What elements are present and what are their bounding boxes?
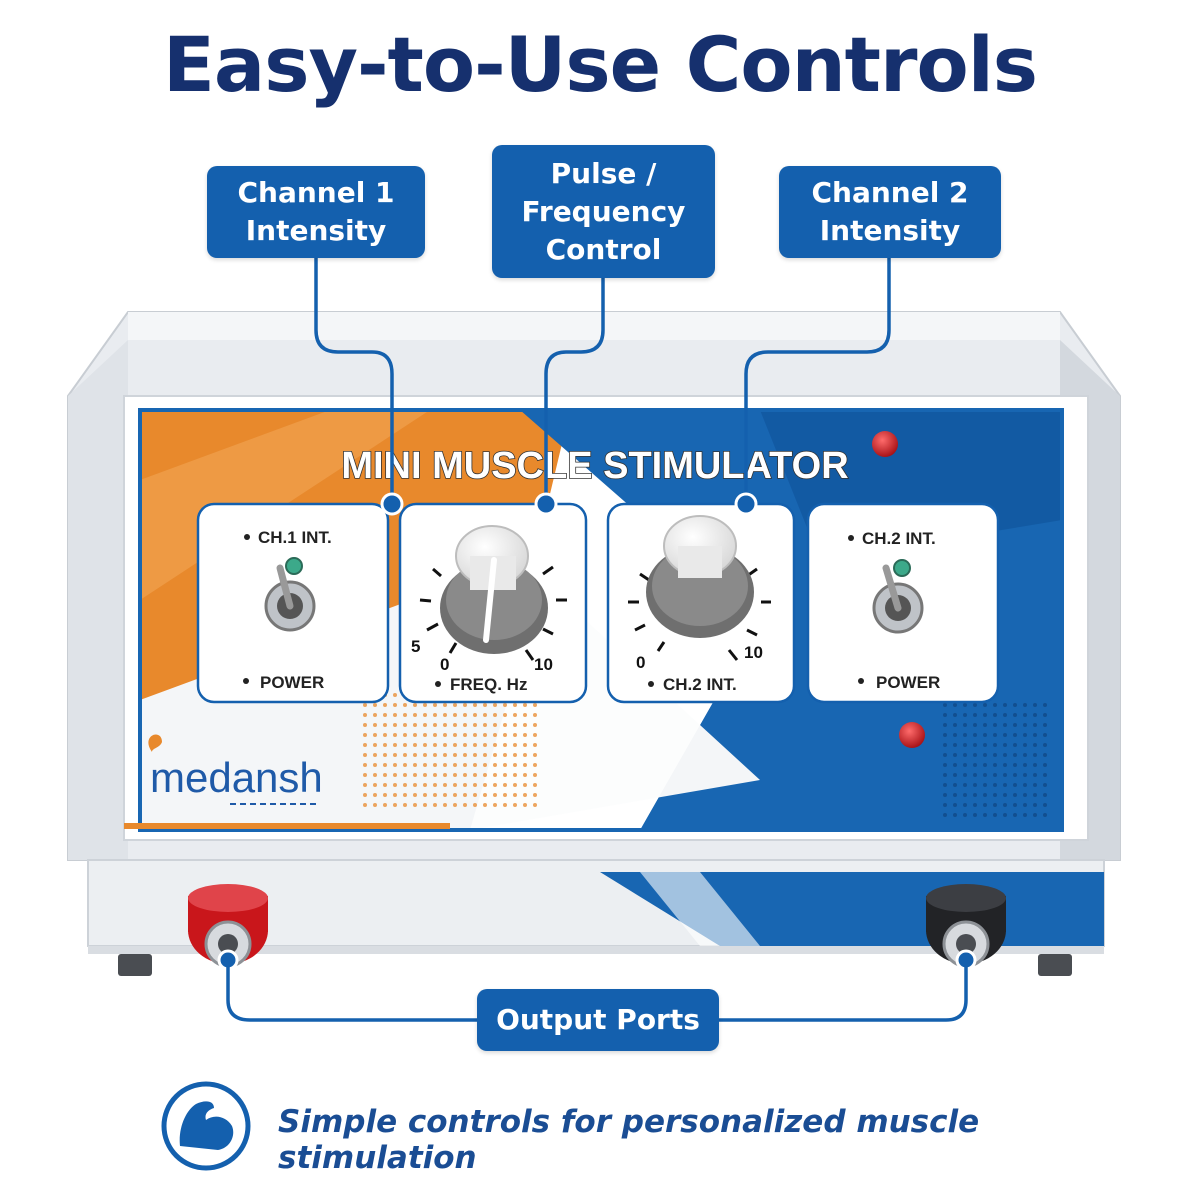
- callout-pulse-frequency-control: Pulse / Frequency Control: [492, 145, 715, 278]
- bottom-led: [899, 722, 925, 748]
- freq-panel-label: FREQ. Hz: [450, 675, 527, 694]
- ch2-tick-10: 10: [744, 643, 763, 662]
- brand-name: medansh: [150, 754, 323, 801]
- top-led: [872, 431, 898, 457]
- callout-output-ports: Output Ports: [477, 989, 719, 1051]
- ch1-panel-top-label: CH.1 INT.: [258, 528, 332, 547]
- freq-tick-5: 5: [411, 637, 420, 656]
- device-title: MINI MUSCLE STIMULATOR: [341, 445, 848, 487]
- callout-line: Channel 2: [811, 176, 969, 209]
- ch2-panel-top-label: CH.2 INT.: [862, 529, 936, 548]
- ch2-tick-0: 0: [636, 653, 645, 672]
- callout-line: Intensity: [819, 214, 961, 247]
- brand-logo: medansh: [148, 734, 323, 805]
- callout-channel-1-intensity: Channel 1 Intensity: [207, 166, 425, 258]
- ch1-panel-power-label: POWER: [260, 673, 324, 692]
- ch2-panel-power-label: POWER: [876, 673, 940, 692]
- callout-line: Control: [545, 232, 662, 266]
- callout-line: Pulse /: [550, 156, 657, 190]
- flexed-arm-icon: [161, 1081, 251, 1171]
- callout-line: Frequency: [521, 194, 686, 228]
- callout-line: Output Ports: [496, 1003, 700, 1036]
- callout-line: Channel 1: [237, 176, 395, 209]
- ch2-led: [893, 559, 911, 577]
- freq-tick-10: 10: [534, 655, 553, 674]
- ch2-intensity-label: CH.2 INT.: [663, 675, 737, 694]
- callout-channel-2-intensity: Channel 2 Intensity: [779, 166, 1001, 258]
- freq-tick-0: 0: [440, 655, 449, 674]
- footer-tagline: Simple controls for personalized muscle …: [278, 1104, 980, 1176]
- page-headline: Easy-to-Use Controls: [163, 20, 1038, 109]
- ch1-led: [285, 557, 303, 575]
- callout-line: Intensity: [245, 214, 387, 247]
